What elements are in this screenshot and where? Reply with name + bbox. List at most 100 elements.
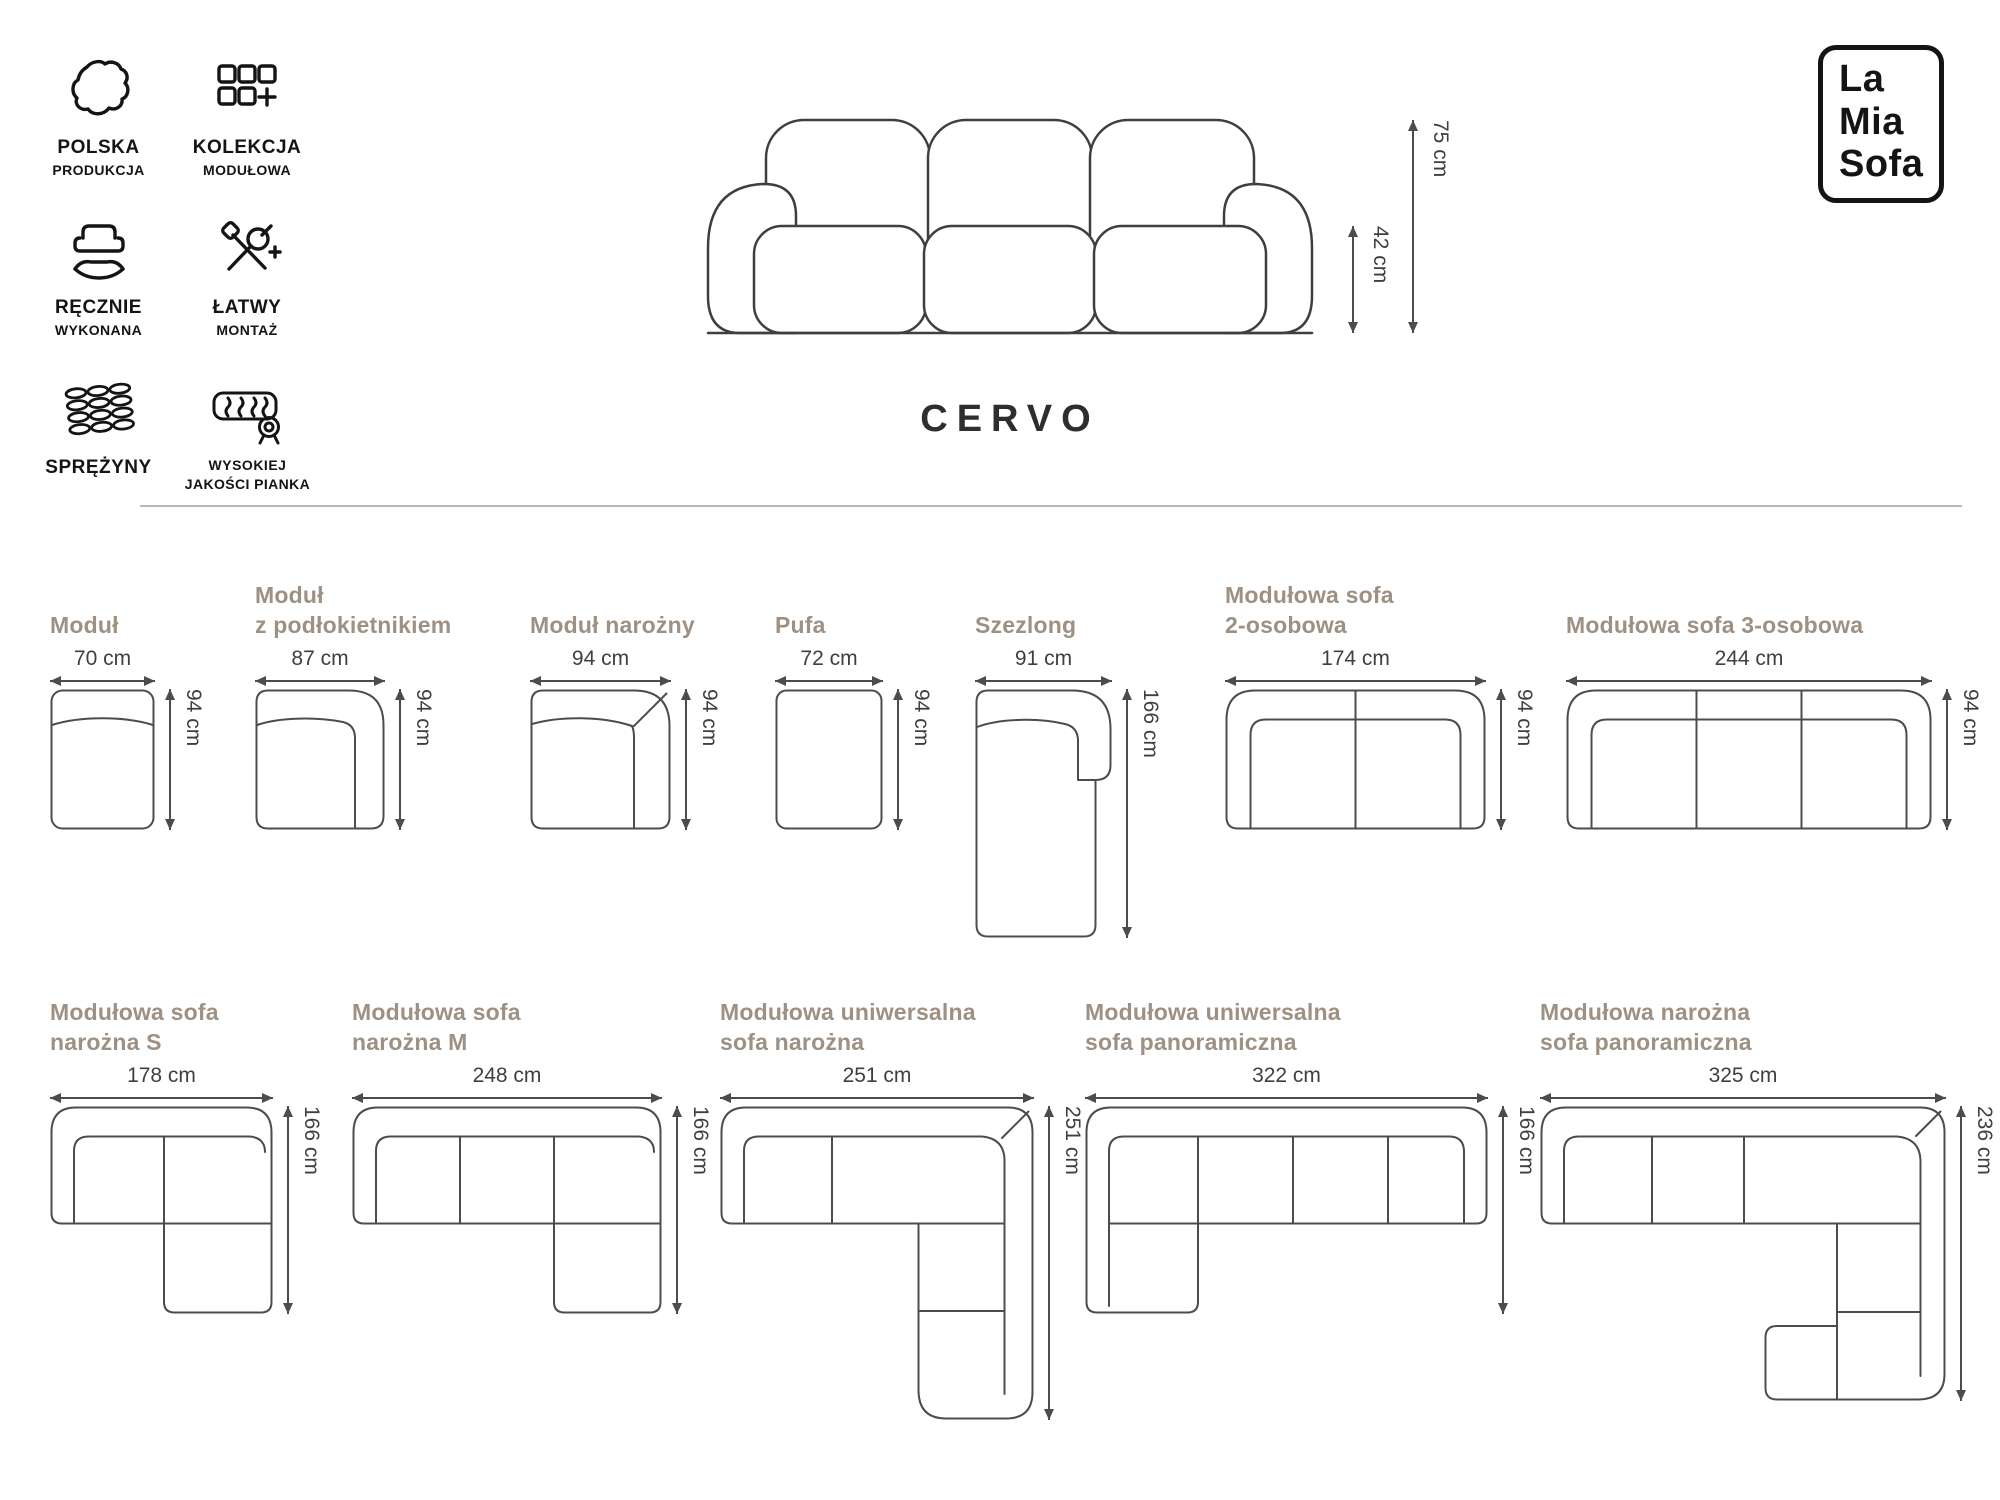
module-topview-drawing xyxy=(720,1106,1034,1420)
module-title: Modułowa sofa 3-osobowa xyxy=(1566,612,1864,639)
feature-label: POLSKA xyxy=(57,137,140,158)
depth-dimension-arrow xyxy=(1960,1106,1962,1401)
depth-dimension-arrow xyxy=(287,1106,289,1314)
module-topview-drawing xyxy=(50,1106,273,1314)
module-depth-label: 166 cm xyxy=(1515,1106,1538,1175)
feature-sprezyny: SPRĘŻYNY xyxy=(36,365,161,482)
easy-assembly-icon xyxy=(211,205,283,287)
module-topview-drawing xyxy=(255,689,385,830)
module-width-label: 248 cm xyxy=(472,1064,542,1087)
module-title: Modułowa narożna sofa panoramiczna xyxy=(1540,999,1752,1056)
feature-label: RĘCZNIE xyxy=(55,297,142,318)
seat-height-label: 42 cm xyxy=(1369,226,1392,284)
feature-sublabel: MONTAŻ xyxy=(216,322,278,338)
module-title: Moduł narożny xyxy=(530,612,695,639)
width-dimension-arrow xyxy=(1540,1097,1946,1099)
logo-line: Sofa xyxy=(1839,143,1924,186)
module-width-label: 322 cm xyxy=(1252,1064,1321,1087)
module-width-label: 91 cm xyxy=(1014,647,1073,670)
module-modul-narozny: Moduł narożny 94 cm 94 cm xyxy=(530,545,870,830)
module-depth-label: 94 cm xyxy=(698,689,721,747)
module-depth-label: 166 cm xyxy=(1139,689,1162,758)
module-uniwersalna-sofa-panoramiczna: Modułowa uniwersalna sofa panoramiczna 3… xyxy=(1085,962,1538,1314)
module-width-label: 325 cm xyxy=(1708,1064,1778,1087)
depth-dimension-arrow xyxy=(676,1106,678,1314)
module-width-label: 72 cm xyxy=(800,647,858,670)
seat-height-arrow xyxy=(1352,226,1354,333)
logo-line: Mia xyxy=(1839,100,1904,143)
depth-dimension-arrow xyxy=(1048,1106,1050,1420)
total-height-label: 75 cm xyxy=(1429,120,1452,178)
width-dimension-arrow xyxy=(775,680,883,682)
feature-recznie-wykonana: RĘCZNIE WYKONANA xyxy=(36,205,161,338)
feature-kolekcja-modulowa: KOLEKCJA MODUŁOWA xyxy=(172,45,322,178)
module-narozna-sofa-panoramiczna: Modułowa narożna sofa panoramiczna 325 c… xyxy=(1540,962,1996,1401)
module-pufa: Pufa 72 cm 94 cm xyxy=(775,545,1115,830)
module-width-label: 178 cm xyxy=(127,1064,196,1087)
feature-label: SPRĘŻYNY xyxy=(45,457,152,478)
module-width-label: 87 cm xyxy=(291,647,349,670)
module-title: Modułowa uniwersalna sofa panoramiczna xyxy=(1085,999,1341,1056)
module-topview-drawing xyxy=(775,689,883,830)
feature-sublabel: MODUŁOWA xyxy=(203,162,291,178)
depth-dimension-arrow xyxy=(1502,1106,1504,1314)
module-width-label: 251 cm xyxy=(842,1064,912,1087)
module-depth-label: 94 cm xyxy=(182,689,205,747)
module-title: Moduł xyxy=(50,612,119,639)
width-dimension-arrow xyxy=(352,1097,662,1099)
module-depth-label: 166 cm xyxy=(689,1106,712,1175)
handmade-icon xyxy=(63,205,135,287)
width-dimension-arrow xyxy=(720,1097,1034,1099)
module-width-label: 94 cm xyxy=(571,647,630,670)
depth-dimension-arrow xyxy=(169,689,171,830)
collection-title: CERVO xyxy=(920,398,1100,440)
feature-sublabel: WYKONANA xyxy=(54,322,143,338)
depth-dimension-arrow xyxy=(685,689,687,830)
sofa-front-view-drawing xyxy=(706,118,1314,335)
module-title: Szezlong xyxy=(975,612,1077,639)
module-depth-label: 94 cm xyxy=(1959,689,1982,747)
module-depth-label: 94 cm xyxy=(910,689,933,747)
module-topview-drawing xyxy=(1225,689,1486,830)
feature-label: ŁATWY xyxy=(212,297,282,318)
feature-polska-produkcja: POLSKA PRODUKCJA xyxy=(36,45,161,178)
width-dimension-arrow xyxy=(530,680,671,682)
depth-dimension-arrow xyxy=(1946,689,1948,830)
depth-dimension-arrow xyxy=(399,689,401,830)
width-dimension-arrow xyxy=(975,680,1112,682)
width-dimension-arrow xyxy=(1085,1097,1488,1099)
total-height-arrow xyxy=(1412,120,1414,333)
width-dimension-arrow xyxy=(1566,680,1932,682)
width-dimension-arrow xyxy=(50,1097,273,1099)
feature-sublabel: JAKOŚCI PIANKA xyxy=(184,476,311,492)
module-sofa-2-osobowa: Modułowa sofa 2-osobowa 174 cm 94 cm xyxy=(1225,545,1565,830)
module-title: Modułowa sofa narożna M xyxy=(352,999,521,1056)
feature-label: WYSOKIEJ xyxy=(208,457,287,473)
module-topview-drawing xyxy=(530,689,671,830)
module-title: Pufa xyxy=(775,612,826,639)
module-title: Modułowa uniwersalna sofa narożna xyxy=(720,999,976,1056)
modular-collection-icon xyxy=(211,45,283,127)
module-topview-drawing xyxy=(1085,1106,1488,1314)
module-sofa-narozna-s: Modułowa sofa narożna S 178 cm 166 cm xyxy=(50,962,390,1314)
width-dimension-arrow xyxy=(1225,680,1486,682)
brand-logo: La Mia Sofa xyxy=(1818,45,1945,203)
module-title: Modułowa sofa narożna S xyxy=(50,999,219,1056)
module-topview-drawing xyxy=(1566,689,1932,830)
module-depth-label: 236 cm xyxy=(1973,1106,1996,1175)
module-width-label: 174 cm xyxy=(1321,647,1390,670)
module-width-label: 70 cm xyxy=(73,647,132,670)
module-depth-label: 251 cm xyxy=(1061,1106,1084,1175)
module-modul: Moduł 70 cm 94 cm xyxy=(50,545,390,830)
section-divider xyxy=(140,505,1962,507)
depth-dimension-arrow xyxy=(1126,689,1128,938)
foam-quality-icon xyxy=(209,365,287,447)
module-depth-label: 94 cm xyxy=(1513,689,1536,747)
feature-wysokiej-jakosci-pianka: WYSOKIEJ JAKOŚCI PIANKA xyxy=(160,365,335,492)
module-topview-drawing xyxy=(50,689,155,830)
module-title: Moduł z podłokietnikiem xyxy=(255,582,452,639)
module-depth-label: 166 cm xyxy=(300,1106,323,1175)
width-dimension-arrow xyxy=(50,680,155,682)
module-uniwersalna-sofa-narozna: Modułowa uniwersalna sofa narożna 251 cm… xyxy=(720,962,1084,1420)
springs-icon xyxy=(63,365,135,447)
